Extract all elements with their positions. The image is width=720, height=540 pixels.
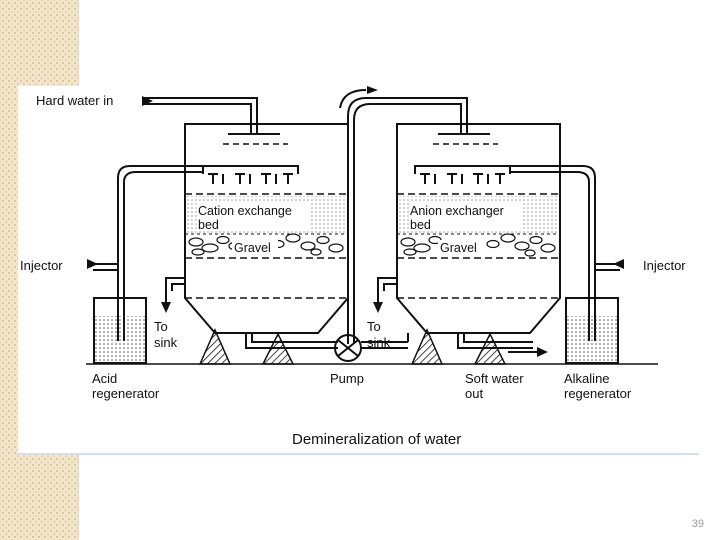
- left-sink-drain: [165, 277, 185, 304]
- label-cation-bed-1: Cation exchange: [198, 204, 292, 218]
- label-gravel-left: Gravel: [234, 241, 271, 255]
- figure-caption: Demineralization of water: [292, 431, 461, 448]
- alkaline-regenerator-vessel: [565, 297, 619, 364]
- flow-arrows: [87, 86, 624, 357]
- label-acid-regenerator-1: Acid: [92, 371, 117, 386]
- label-soft-water-1: Soft water: [465, 371, 524, 386]
- alkaline-regenerator-pipe: [510, 165, 596, 341]
- hard-water-arrow: [142, 96, 153, 106]
- hard-water-inlet-pipe: [143, 97, 288, 145]
- acid-regenerator-pipe: [117, 165, 203, 341]
- label-injector-right: Injector: [643, 258, 686, 273]
- label-to-sink-right-1: To: [367, 319, 381, 334]
- anion-outlet-pipe: [457, 333, 533, 349]
- figure-divider: [18, 453, 699, 455]
- cation-outlet-pipe: [245, 333, 338, 349]
- acid-regenerator-vessel: [93, 297, 147, 364]
- label-hard-water-in: Hard water in: [36, 93, 113, 108]
- cation-distributor: [202, 165, 299, 184]
- label-alkaline-regenerator-2: regenerator: [564, 386, 632, 401]
- page-number: 39: [691, 518, 704, 530]
- anion-exchange-tank: [396, 123, 561, 334]
- anion-distributor: [414, 165, 511, 184]
- label-to-sink-left-2: sink: [154, 335, 178, 350]
- right-sink-drain: [377, 277, 397, 304]
- label-injector-left: Injector: [20, 258, 63, 273]
- demineralization-figure: Hard water in Cation exchange bed Anion …: [18, 86, 699, 454]
- cation-gravel: [188, 233, 344, 256]
- label-acid-regenerator-2: regenerator: [92, 386, 160, 401]
- label-soft-water-2: out: [465, 386, 483, 401]
- label-gravel-right: Gravel: [440, 241, 477, 255]
- label-to-sink-right-2: sink: [367, 335, 391, 350]
- soft-water-arrow: [537, 347, 548, 357]
- transfer-pipe: [339, 89, 468, 344]
- tank-supports: [198, 328, 507, 365]
- label-anion-bed-1: Anion exchanger: [410, 204, 504, 218]
- anion-gravel: [400, 233, 556, 257]
- pump: [334, 333, 409, 362]
- label-pump: Pump: [330, 371, 364, 386]
- label-anion-bed-2: bed: [410, 218, 431, 232]
- label-to-sink-left-1: To: [154, 319, 168, 334]
- anion-top-inlet: [433, 104, 498, 145]
- label-cation-bed-2: bed: [198, 218, 219, 232]
- left-sink-arrow: [161, 302, 171, 313]
- demineralization-diagram: Hard water in Cation exchange bed Anion …: [20, 86, 686, 448]
- right-sink-arrow: [373, 302, 383, 313]
- transfer-arrow: [367, 86, 378, 94]
- label-alkaline-regenerator-1: Alkaline: [564, 371, 610, 386]
- left-injector-arrow: [87, 259, 98, 269]
